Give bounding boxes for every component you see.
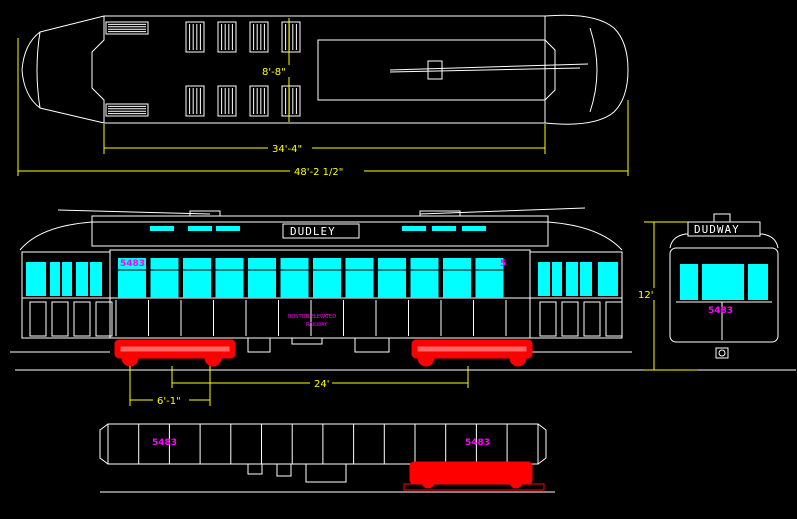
vestibule-door-panel [539, 301, 557, 337]
side-lower-panels [29, 300, 623, 337]
truck-centers-label: 24' [314, 379, 329, 390]
plan-trolley-pole-2 [389, 67, 581, 73]
lower-car-number-left: 5483 [152, 438, 177, 448]
side-window [378, 258, 406, 298]
end-destination-sign [687, 221, 761, 237]
plan-seat [217, 21, 237, 53]
side-roof-right [547, 221, 623, 251]
plan-seat [185, 85, 205, 117]
longitudinal-seat [105, 103, 149, 117]
lower-view: 5483 5483 [99, 423, 555, 493]
seat-frame [249, 21, 269, 53]
side-window [280, 258, 309, 298]
vestibule-door-panel [95, 301, 113, 337]
vestibule-door-panel [29, 301, 47, 337]
seat-frame [105, 21, 149, 35]
vestibule-door-panel [73, 301, 91, 337]
left-truck [114, 339, 236, 367]
plan-dimensions [17, 18, 629, 176]
side-window [345, 258, 374, 298]
height-label: 12' [638, 290, 653, 301]
lower-panel-dividers [138, 424, 508, 464]
side-window [410, 258, 439, 298]
side-destination-text: DUDLEY [290, 225, 336, 238]
side-elevation: DUDLEY 5483 5 BOSTON ELEVATED RAILWAY [10, 207, 695, 371]
vestibule-door-panel [605, 301, 623, 337]
body-length-label: 34'-4" [272, 144, 302, 155]
seat-frame [281, 85, 301, 117]
plan-outline [21, 14, 629, 125]
lower-car-number-right: 5483 [465, 438, 490, 448]
side-window [248, 258, 276, 298]
seat-frame [185, 21, 205, 53]
seat-frame [217, 85, 237, 117]
end-destination-text: DUDWAY [694, 223, 740, 236]
end-windows [680, 264, 768, 300]
plan-seat [249, 85, 269, 117]
plan-seat [281, 21, 301, 53]
side-car-number: 5483 [120, 259, 145, 269]
seat-frame [217, 21, 237, 53]
seat-frame [105, 103, 149, 117]
overall-length-label: 48'-2 1/2" [294, 167, 343, 178]
side-window [118, 258, 146, 298]
end-headlight [715, 347, 729, 359]
seat-frame [281, 21, 301, 53]
side-window [313, 258, 341, 298]
left-trolley-pole [57, 209, 211, 215]
side-window [443, 258, 471, 298]
lower-truck [403, 461, 545, 491]
plan-seat [281, 85, 301, 117]
plan-trolley-pole [389, 63, 589, 71]
side-window [183, 258, 211, 298]
side-window [475, 258, 504, 298]
seat-frame [185, 85, 205, 117]
trolley-base-icon [427, 60, 443, 80]
seat-frame [249, 85, 269, 117]
end-car-number: 5483 [708, 306, 733, 316]
side-destination-sign [282, 223, 360, 239]
end-body [669, 247, 779, 343]
longitudinal-seat [105, 21, 149, 35]
side-underframe [10, 337, 632, 353]
side-windows [118, 258, 504, 298]
end-elevation: DUDWAY 5483 [669, 213, 796, 371]
plan-aisle [317, 39, 546, 101]
vestibule-door-panel [583, 301, 601, 337]
railway-name-line-2: RAILWAY [306, 322, 328, 328]
side-window [215, 258, 244, 298]
interior-width-label: 8'-8" [262, 67, 286, 78]
plan-seat [217, 85, 237, 117]
monitor-windows [150, 226, 486, 231]
vestibule-door-panel [51, 301, 69, 337]
vestibule-door-panel [561, 301, 579, 337]
plan-view [21, 14, 629, 125]
plan-seat [185, 21, 205, 53]
wheelbase-label: 6'-1" [157, 396, 181, 407]
side-car-number-small: 5 [500, 259, 506, 269]
right-truck [411, 339, 533, 367]
vestibule-windows [26, 262, 618, 296]
plan-left-platform [36, 16, 105, 123]
plan-right-platform [544, 16, 598, 123]
railway-name-line-1: BOSTON ELEVATED [288, 314, 336, 320]
right-trolley-pole [419, 207, 586, 215]
plan-seats [105, 21, 301, 117]
side-roof-left [19, 221, 93, 251]
plan-seat [249, 21, 269, 53]
side-window [150, 258, 179, 298]
